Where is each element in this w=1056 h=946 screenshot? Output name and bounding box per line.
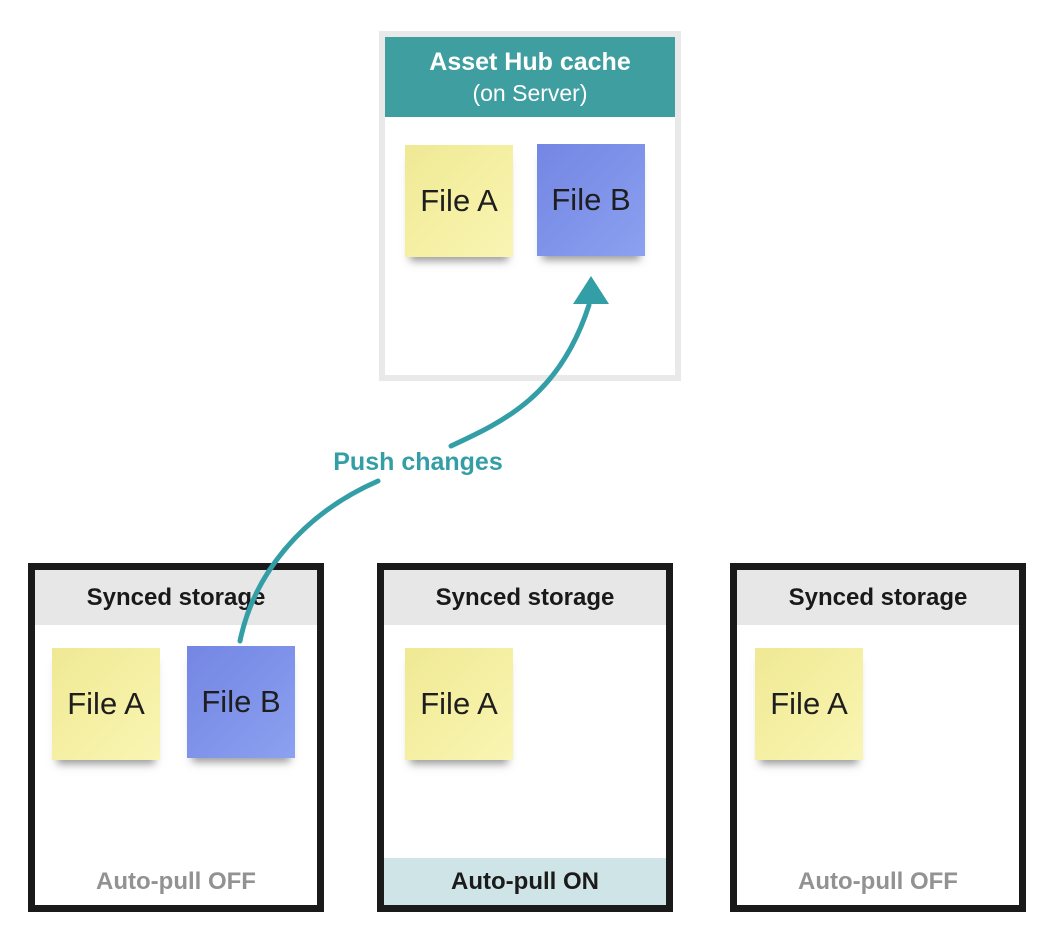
server-note-file-b: File B (537, 144, 645, 256)
storage1-note-file-b: File B (187, 646, 295, 758)
storage2-note-file-a: File A (405, 648, 513, 760)
push-changes-label: Push changes (333, 448, 503, 476)
storage3-note-file-a: File A (755, 648, 863, 760)
asset-hub-cache-header: Asset Hub cache (on Server) (385, 37, 675, 117)
asset-hub-cache-title: Asset Hub cache (429, 47, 631, 76)
synced-storage-1-title: Synced storage (35, 570, 317, 625)
synced-storage-2-title: Synced storage (384, 570, 666, 625)
storage3-auto-pull-status: Auto-pull OFF (798, 867, 958, 895)
asset-hub-cache-subtitle: (on Server) (472, 79, 588, 106)
synced-storage-box-2: Synced storage File A Auto-pull ON (377, 563, 673, 912)
storage1-note-file-a: File A (52, 648, 160, 760)
storage1-auto-pull-status: Auto-pull OFF (96, 867, 256, 895)
synced-storage-box-1: Synced storage File A File B Auto-pull O… (28, 563, 324, 912)
server-note-file-a: File A (405, 145, 513, 257)
asset-hub-cache-box: Asset Hub cache (on Server) File A File … (379, 31, 681, 381)
synced-storage-box-3: Synced storage File A Auto-pull OFF (730, 563, 1026, 912)
synced-storage-3-title: Synced storage (737, 570, 1019, 625)
storage2-auto-pull-status: Auto-pull ON (384, 858, 666, 905)
